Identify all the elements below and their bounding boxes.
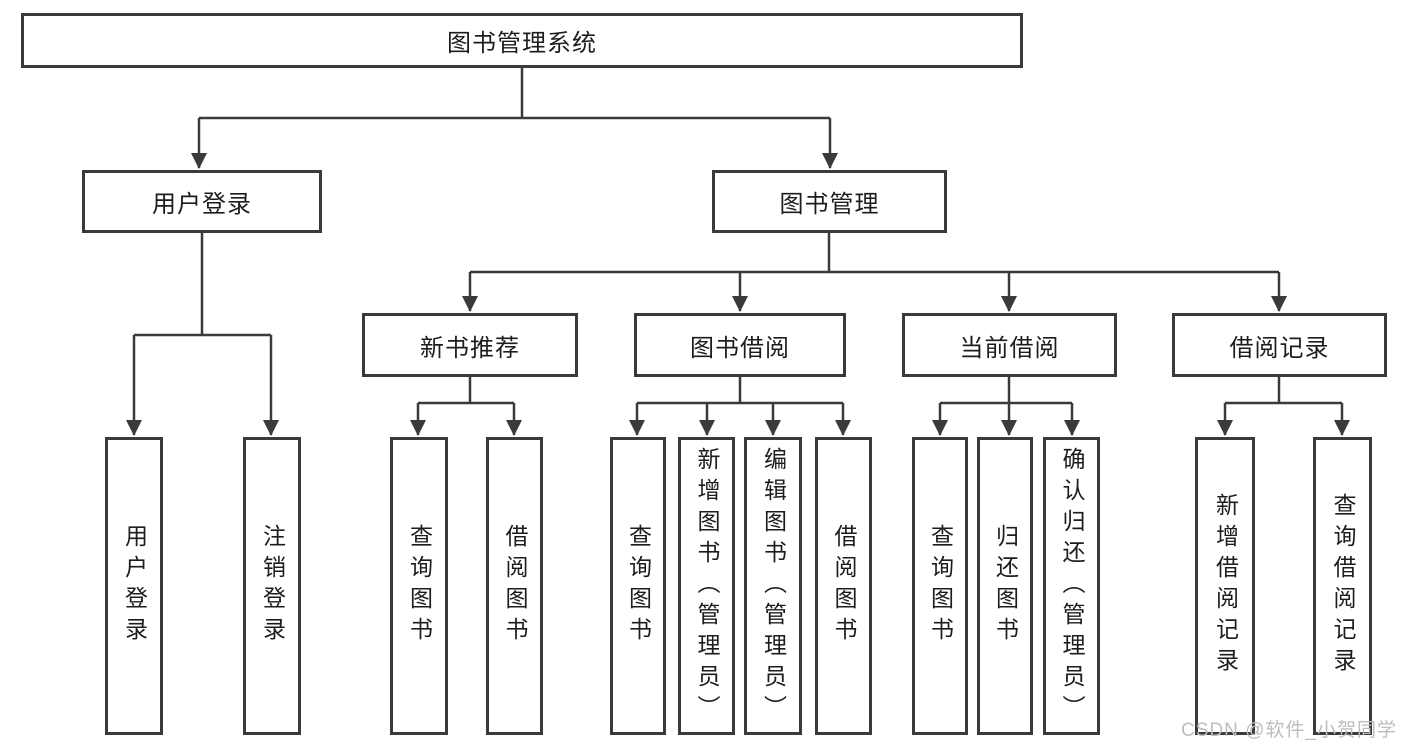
node-label: 借阅图书	[502, 524, 528, 648]
node-label: 图书借阅	[690, 334, 790, 362]
node-label: 用户登录	[152, 191, 252, 218]
connector-mgmt-trunk	[470, 233, 1279, 274]
node-label: 新增借阅记录	[1212, 493, 1239, 679]
node-leaf-add-borrow-record: 新增借阅记录	[1195, 437, 1255, 735]
node-leaf-add-books-admin: 新增图书（管理员）	[678, 437, 735, 735]
node-leaf-borrow-books: 借阅图书	[815, 437, 872, 735]
node-leaf-logout: 注销登录	[243, 437, 301, 735]
node-borrow-records: 借阅记录	[1172, 313, 1387, 377]
node-label: 查询借阅记录	[1330, 493, 1356, 679]
connector-root-trunk	[199, 68, 830, 120]
node-leaf-query-books-current: 查询图书	[912, 437, 968, 735]
node-library-management-system: 图书管理系统	[21, 13, 1023, 68]
node-label: 图书管理系统	[447, 30, 597, 57]
node-leaf-query-books-recommend: 查询图书	[390, 437, 448, 735]
node-label: 编辑图书（管理员）	[760, 446, 787, 726]
connector-newbook-trunk	[418, 377, 514, 405]
node-user-login: 用户登录	[82, 170, 322, 233]
node-label: 新增图书（管理员）	[694, 446, 720, 726]
node-leaf-edit-books-admin: 编辑图书（管理员）	[744, 437, 802, 735]
node-label: 查询图书	[406, 524, 433, 648]
node-label: 查询图书	[927, 524, 954, 648]
node-leaf-confirm-return-admin: 确认归还（管理员）	[1043, 437, 1100, 735]
node-current-borrow: 当前借阅	[902, 313, 1117, 377]
node-label: 当前借阅	[959, 334, 1060, 362]
node-leaf-return-books: 归还图书	[977, 437, 1033, 735]
node-new-book-recommend: 新书推荐	[362, 313, 578, 377]
node-leaf-query-books-borrow: 查询图书	[610, 437, 666, 735]
node-label: 新书推荐	[420, 334, 520, 362]
node-label: 归还图书	[992, 524, 1019, 648]
connector-login-trunk	[134, 233, 271, 337]
node-label: 注销登录	[259, 524, 286, 648]
node-label: 确认归还（管理员）	[1059, 446, 1085, 726]
node-label: 用户登录	[121, 524, 148, 648]
connector-borrow-trunk	[637, 377, 843, 405]
connector-current-trunk	[940, 377, 1072, 405]
node-leaf-query-borrow-record: 查询借阅记录	[1313, 437, 1372, 735]
connector-records-trunk	[1225, 377, 1342, 405]
node-leaf-user-login: 用户登录	[105, 437, 163, 735]
node-label: 查询图书	[625, 524, 652, 648]
node-label: 图书管理	[779, 191, 880, 218]
node-book-borrow: 图书借阅	[634, 313, 846, 377]
node-leaf-borrow-books-recommend: 借阅图书	[486, 437, 543, 735]
node-label: 借阅图书	[831, 524, 857, 648]
csdn-watermark: CSDN @软件_小贺同学	[1181, 720, 1397, 741]
node-label: 借阅记录	[1229, 334, 1330, 362]
node-book-management: 图书管理	[712, 170, 947, 233]
